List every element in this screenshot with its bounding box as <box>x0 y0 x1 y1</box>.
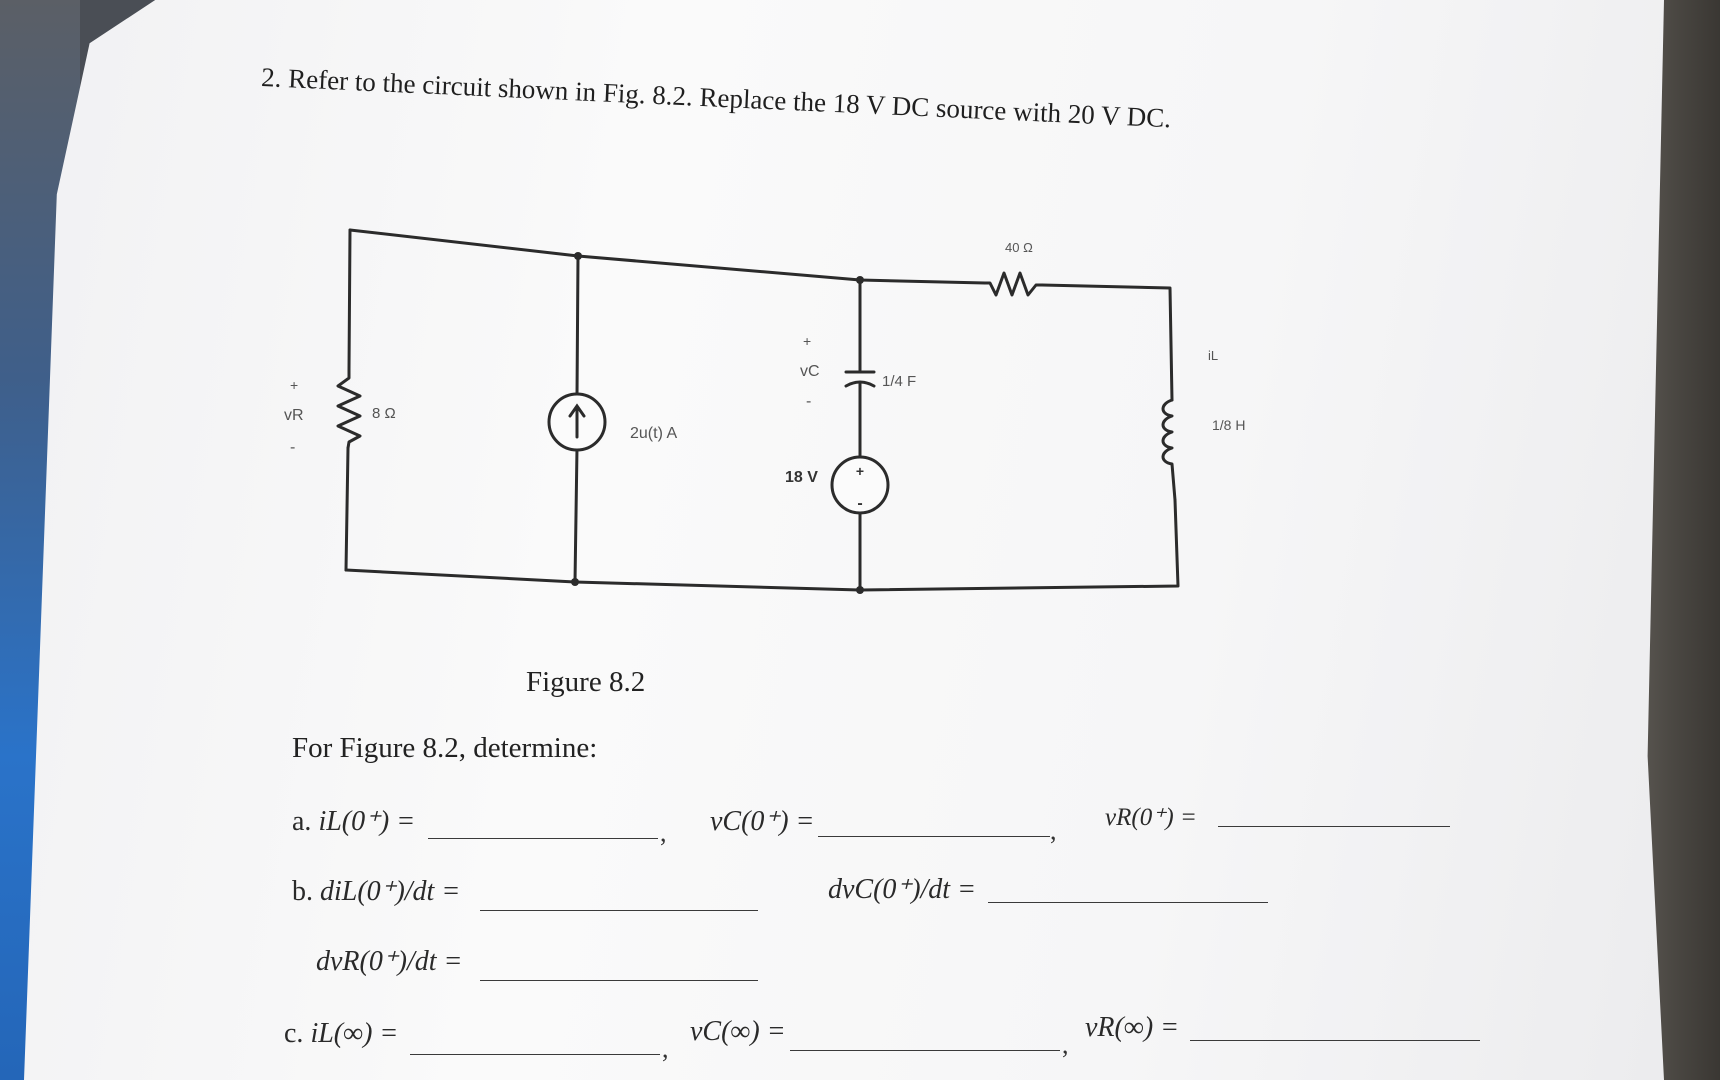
answer-blank-a3[interactable] <box>1218 826 1450 827</box>
node-dot <box>856 276 864 284</box>
question-a3-text: vR(0⁺) = <box>1105 804 1197 831</box>
cap-label: 1/4 F <box>882 373 916 390</box>
left-branch <box>347 228 352 372</box>
node-dot <box>571 578 579 586</box>
vr-label: vR <box>284 407 304 424</box>
r2-label: 40 Ω <box>1005 240 1033 255</box>
vsrc-minus: - <box>857 495 862 512</box>
arrow-up-icon <box>568 403 586 439</box>
answer-blank-c2[interactable] <box>790 1050 1060 1051</box>
comma: , <box>662 1034 669 1063</box>
vc-plus: + <box>803 333 811 349</box>
ind-label: 1/8 H <box>1212 417 1245 433</box>
question-a-il0: a. iL(0⁺) = <box>292 804 415 838</box>
answer-blank-b3[interactable] <box>480 980 758 981</box>
question-c1-text: iL(∞) = <box>310 1018 399 1049</box>
vsrc-label: 18 V <box>785 469 818 486</box>
current-source-branch-bottom <box>573 446 579 584</box>
comma: , <box>1050 816 1057 845</box>
question-c3-text: vR(∞) = <box>1085 1012 1180 1043</box>
left-branch-lower <box>344 446 350 572</box>
answer-blank-b1[interactable] <box>480 910 758 911</box>
comma: , <box>660 818 667 847</box>
vc-label: vC <box>800 363 820 380</box>
inductor-1-8-H <box>1161 398 1177 502</box>
vc-minus: - <box>806 393 811 410</box>
node-dot <box>574 252 582 260</box>
resistor-8-ohm <box>336 368 362 450</box>
source-label: 2u(t) A <box>630 425 677 442</box>
question-c2-text: vC(∞) = <box>690 1016 786 1047</box>
bottom-wire <box>344 498 1180 592</box>
top-wire-right <box>1040 283 1174 402</box>
comma: , <box>1062 1030 1069 1059</box>
answer-blank-a1[interactable] <box>428 838 658 839</box>
answer-blank-c3[interactable] <box>1190 1040 1480 1041</box>
il-label: iL <box>1208 348 1218 363</box>
vr-minus: - <box>290 439 295 456</box>
question-b2-text: dvC(0⁺)/dt = <box>828 874 976 905</box>
question-a1-text: iL(0⁺) = <box>318 806 416 837</box>
question-a-label: a. <box>292 806 312 837</box>
question-b1-text: diL(0⁺)/dt = <box>320 876 461 907</box>
figure-caption: Figure 8.2 <box>526 666 646 698</box>
voltage-source <box>830 455 890 515</box>
answer-blank-c1[interactable] <box>410 1054 660 1055</box>
vsrc-plus: + <box>856 463 864 479</box>
prompt-text: For Figure 8.2, determine: <box>292 732 598 764</box>
paper-sheet <box>24 0 1664 1080</box>
answer-blank-a2[interactable] <box>818 836 1050 837</box>
question-a2-text: vC(0⁺) = <box>710 806 815 837</box>
question-c-label: c. <box>284 1018 304 1049</box>
answer-blank-b2[interactable] <box>988 902 1268 903</box>
vr-plus: + <box>290 377 298 393</box>
question-b3-text: dvR(0⁺)/dt = <box>316 946 463 977</box>
top-wire <box>348 228 987 285</box>
r1-label: 8 Ω <box>372 405 396 422</box>
question-b1: b. diL(0⁺)/dt = <box>292 874 460 908</box>
node-dot <box>856 586 864 594</box>
current-source-branch-top <box>575 254 580 398</box>
resistor-40-ohm <box>983 271 1044 297</box>
question-b-label: b. <box>292 876 313 907</box>
capacitor-plate-bottom <box>844 380 876 388</box>
question-c1: c. iL(∞) = <box>284 1018 398 1050</box>
